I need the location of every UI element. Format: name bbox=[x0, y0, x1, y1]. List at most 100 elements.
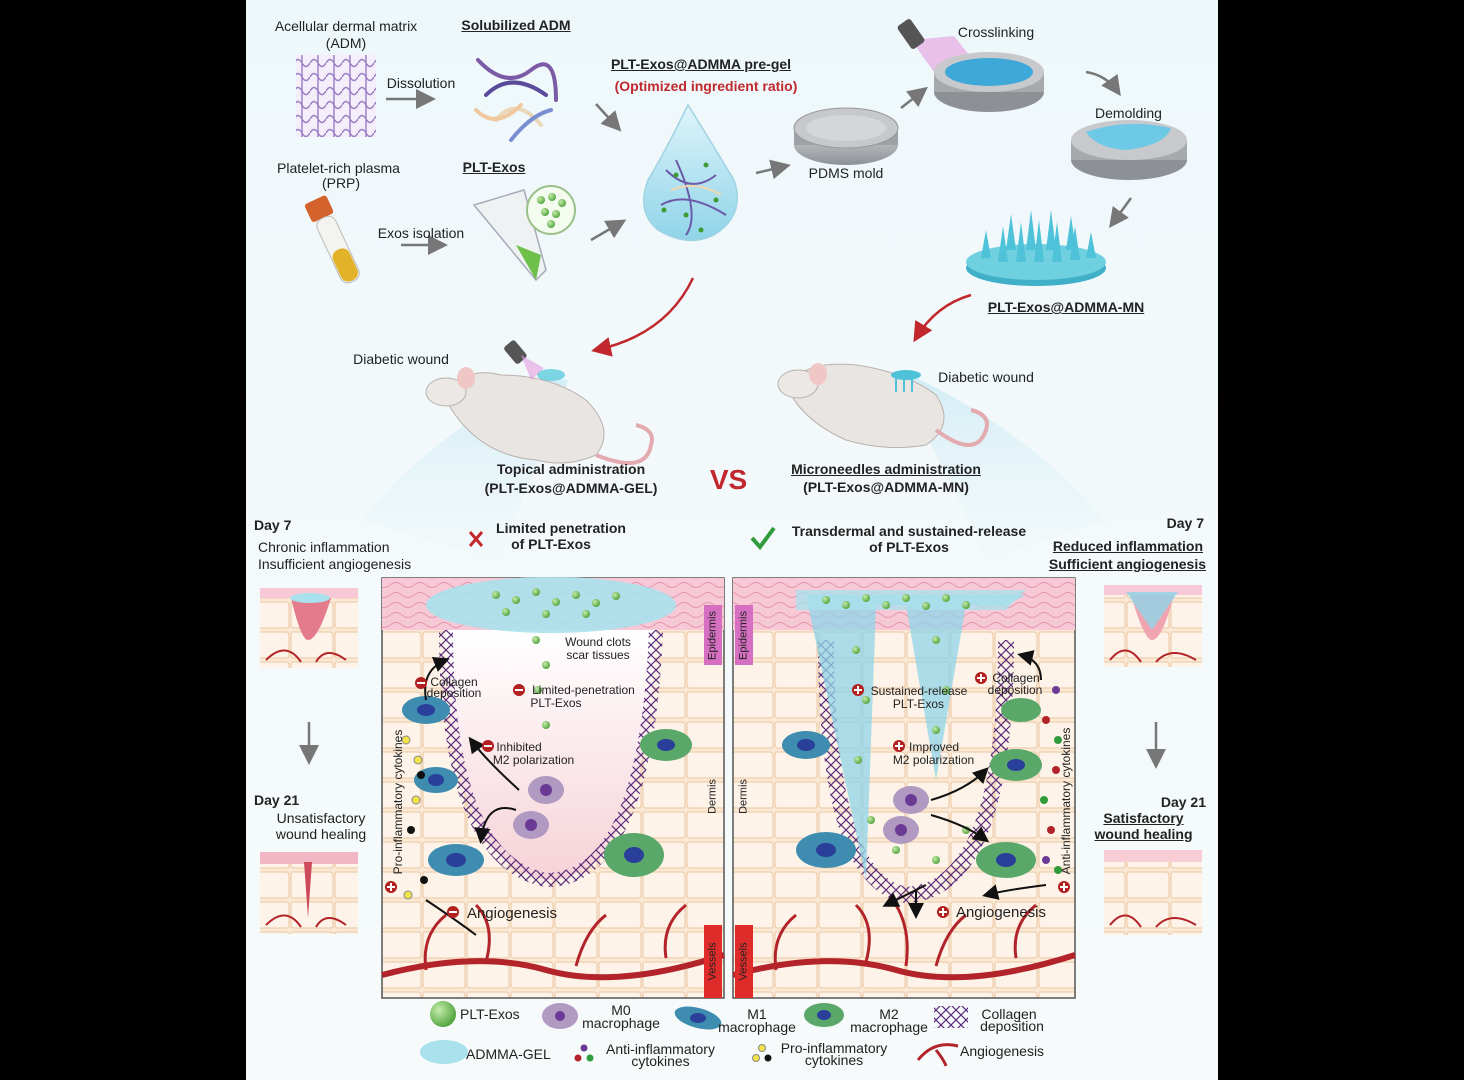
limited-pen2-label: PLT-Exos bbox=[530, 696, 582, 710]
left-epidermis-label: Epidermis bbox=[706, 611, 719, 660]
left-vessels-label: Vessels bbox=[706, 942, 719, 981]
left-day21-label: Day 21 bbox=[254, 792, 300, 808]
chronic-label: Chronic inflammation bbox=[258, 539, 390, 555]
sat-1-label: Satisfactory bbox=[1103, 810, 1184, 826]
right-dermis-label: Dermis bbox=[737, 779, 750, 814]
legend-pro-1: Pro-inflammatory bbox=[780, 1040, 888, 1056]
red-arrow-right bbox=[913, 293, 972, 343]
x-mark-icon bbox=[468, 531, 484, 547]
figure: Acellular dermal matrix (ADM) Dissolutio… bbox=[246, 0, 1218, 1080]
limited-2-label: of PLT-Exos bbox=[511, 536, 591, 552]
legend-m2-1: M2 bbox=[879, 1006, 899, 1022]
prp-tube-icon bbox=[304, 195, 360, 284]
sat-2-label: wound healing bbox=[1094, 826, 1193, 842]
centrifuge-tube-icon bbox=[472, 185, 576, 282]
adm-label: Acellular dermal matrix bbox=[274, 18, 418, 34]
pdms-mold-icon bbox=[793, 107, 899, 165]
right-m2pol-label: M2 polarization bbox=[892, 753, 975, 767]
check-mark-icon bbox=[750, 526, 776, 551]
pregel-droplet-icon bbox=[643, 103, 738, 242]
diabetic-wound-left-label: Diabetic wound bbox=[353, 351, 449, 367]
trans-2-label: of PLT-Exos bbox=[869, 539, 949, 555]
demolding-dish-icon bbox=[1071, 120, 1187, 180]
legend-anti-1: Anti-inflammatory bbox=[606, 1041, 715, 1057]
crosslinking-label: Crosslinking bbox=[957, 24, 1035, 40]
crosslinking-dish-icon bbox=[897, 19, 1044, 112]
legend-icons bbox=[420, 1001, 968, 1067]
legend-angio: Angiogenesis bbox=[960, 1043, 1045, 1059]
pdms-mold-label: PDMS mold bbox=[808, 165, 884, 181]
legend-m1-2: macrophage bbox=[718, 1019, 796, 1035]
wound-thumb-right-day21 bbox=[1104, 850, 1202, 935]
demolding-label: Demolding bbox=[1095, 105, 1162, 121]
red-arrow-left bbox=[591, 277, 695, 357]
wound-thumb-right-day7 bbox=[1104, 585, 1202, 667]
reduced-label: Reduced inflammation bbox=[1052, 538, 1203, 554]
inhibited-label: Inhibited bbox=[496, 740, 542, 754]
sufficient-label: Sufficient angiogenesis bbox=[1048, 556, 1206, 572]
micro-sub-label: (PLT-Exos@ADMMA-MN) bbox=[803, 479, 969, 495]
left-collagen-1-label: Collagen bbox=[430, 675, 478, 689]
wound-thumb-left-day7 bbox=[260, 588, 358, 668]
vs-label: VS bbox=[709, 464, 748, 495]
legend-anti-2: cytokines bbox=[631, 1053, 690, 1069]
legend-collagen-2: deposition bbox=[980, 1018, 1044, 1034]
right-collagen-2-label: deposition bbox=[987, 683, 1043, 697]
scar-label: scar tissues bbox=[566, 648, 630, 662]
sustained-2-label: PLT-Exos bbox=[892, 697, 945, 711]
topical-sub-label: (PLT-Exos@ADMMA-GEL) bbox=[484, 480, 658, 496]
right-day21-label: Day 21 bbox=[1160, 794, 1206, 810]
anti-inflammatory-label: Anti-inflammatory cytokines bbox=[1059, 727, 1073, 875]
legend-m1-1: M1 bbox=[747, 1006, 767, 1022]
limited-1-label: Limited penetration bbox=[496, 520, 626, 536]
diabetic-wound-right-label: Diabetic wound bbox=[938, 369, 1034, 385]
trans-1-label: Transdermal and sustained-release bbox=[791, 523, 1027, 539]
right-panel bbox=[732, 577, 1076, 999]
legend-gel: ADMMA-GEL bbox=[466, 1046, 551, 1062]
diagram-graphics bbox=[260, 19, 1202, 1067]
legend-m0-1: M0 bbox=[611, 1002, 631, 1018]
badges bbox=[385, 672, 1070, 918]
mouse-right-icon bbox=[777, 363, 989, 449]
exos-isolation-label: Exos isolation bbox=[377, 225, 465, 241]
prp-abbr-label: (PRP) bbox=[321, 175, 361, 191]
microneedle-patch-icon bbox=[966, 210, 1106, 286]
right-collagen-1-label: Collagen bbox=[992, 671, 1040, 685]
pregel-label: PLT-Exos@ADMMA pre-gel bbox=[610, 56, 792, 72]
right-vessels-label: Vessels bbox=[737, 942, 750, 981]
dissolution-label: Dissolution bbox=[386, 75, 456, 91]
sustained-1-label: Sustained-release bbox=[870, 684, 968, 698]
left-angio-label: Angiogenesis bbox=[466, 905, 558, 922]
optimized-ratio-label: (Optimized ingredient ratio) bbox=[614, 78, 798, 94]
solubilized-fibers-icon bbox=[474, 58, 558, 142]
improved-label: Improved bbox=[908, 740, 960, 754]
right-angio-label: Angiogenesis bbox=[955, 904, 1047, 921]
unsat-1-label: Unsatisfactory bbox=[276, 810, 366, 826]
insufficient-label: Insufficient angiogenesis bbox=[258, 556, 412, 572]
left-collagen-2-label: deposition bbox=[426, 686, 482, 700]
wound-thumb-left-day21 bbox=[260, 852, 358, 934]
mn-label: PLT-Exos@ADMMA-MN bbox=[987, 299, 1145, 315]
adm-abbr-label: (ADM) bbox=[325, 35, 367, 51]
prp-label: Platelet-rich plasma bbox=[277, 160, 400, 176]
right-epidermis-label: Epidermis bbox=[737, 611, 750, 660]
micro-label: Microneedles administration bbox=[791, 461, 981, 477]
pro-inflammatory-label: Pro-inflammatory cytokines bbox=[391, 729, 405, 875]
legend-m2-2: macrophage bbox=[850, 1019, 928, 1035]
legend-pro-2: cytokines bbox=[804, 1052, 864, 1068]
wound-clots-label: Wound clots bbox=[565, 635, 631, 649]
left-day7-label: Day 7 bbox=[254, 517, 292, 533]
left-dermis-label: Dermis bbox=[706, 779, 719, 814]
unsat-2-label: wound healing bbox=[275, 826, 367, 842]
topical-label: Topical administration bbox=[496, 461, 646, 477]
legend-collagen-1: Collagen bbox=[981, 1006, 1037, 1022]
right-day7-label: Day 7 bbox=[1166, 515, 1204, 531]
adm-matrix-icon bbox=[296, 55, 376, 137]
solubilized-adm-label: Solubilized ADM bbox=[461, 17, 571, 33]
limited-pen-label: Limited-penetration bbox=[532, 683, 635, 697]
mouse-left-icon bbox=[425, 340, 654, 465]
plt-exos-label: PLT-Exos bbox=[462, 159, 526, 175]
legend-m0-2: macrophage bbox=[582, 1015, 660, 1031]
legend-plt-exos: PLT-Exos bbox=[460, 1006, 520, 1022]
left-m2pol-label: M2 polarization bbox=[492, 753, 575, 767]
